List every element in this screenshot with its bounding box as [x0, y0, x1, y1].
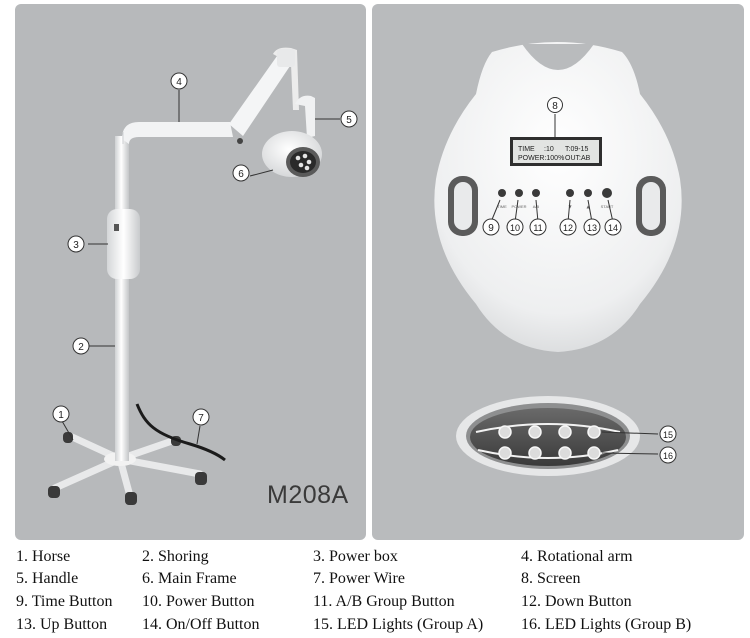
handle	[295, 95, 315, 138]
model-label: M208A	[267, 481, 349, 509]
callout-16: 16	[659, 446, 677, 464]
svg-text:▼: ▼	[568, 204, 572, 209]
legend-row: 5. Handle 6. Main Frame 7. Power Wire 8.…	[0, 570, 750, 592]
svg-text:14: 14	[608, 223, 618, 233]
svg-text:1: 1	[58, 410, 64, 421]
led-light-panel	[456, 396, 640, 476]
legend-item: 5. Handle	[16, 570, 79, 587]
on-off-button[interactable]: START	[601, 188, 614, 209]
callout-7: 7	[192, 408, 210, 426]
legend-item: 15. LED Lights (Group A)	[313, 616, 484, 633]
legend-item: 13. Up Button	[16, 616, 108, 633]
shoring-pole	[115, 136, 129, 461]
svg-text:10: 10	[510, 223, 520, 233]
legend-item: 3. Power box	[313, 548, 398, 565]
led-lights-group-b	[498, 446, 601, 460]
legend-item: 10. Power Button	[142, 593, 255, 610]
legend-item: 11. A/B Group Button	[313, 593, 455, 610]
callout-12: 12	[559, 218, 577, 236]
power-button[interactable]: POWER	[511, 189, 527, 209]
lcd-screen: TIME :10 T:09-15 POWER:100% OUT:AB	[510, 137, 602, 166]
callout-6: 6	[232, 164, 250, 182]
svg-text:15: 15	[663, 430, 673, 440]
callout-1: 1	[52, 405, 70, 423]
legend-item: 8. Screen	[521, 570, 581, 587]
svg-text:13: 13	[587, 223, 597, 233]
svg-text:7: 7	[198, 413, 204, 424]
control-head-illustration: TIME :10 T:09-15 POWER:100% OUT:AB TIME …	[434, 42, 682, 476]
screen-time-value: :10	[544, 146, 554, 153]
main-frame	[262, 131, 322, 177]
screen-power: POWER:100%	[518, 155, 564, 162]
callout-14: 14	[604, 218, 622, 236]
svg-text:▲: ▲	[586, 204, 590, 209]
svg-text:2: 2	[78, 342, 84, 353]
legend-row: 1. Horse 2. Shoring 3. Power box 4. Rota…	[0, 548, 750, 570]
control-head-shell	[434, 42, 682, 352]
legend-row: 9. Time Button 10. Power Button 11. A/B …	[0, 593, 750, 615]
callout-15: 15	[659, 425, 677, 443]
svg-text:9: 9	[488, 223, 494, 234]
svg-text:TIME: TIME	[497, 204, 507, 209]
svg-text:START: START	[601, 204, 614, 209]
screen-t-value: T:09-15	[565, 146, 588, 153]
rotational-arm	[229, 47, 299, 144]
callout-9: 9	[482, 218, 500, 236]
svg-text:6: 6	[238, 169, 244, 180]
legend-item: 1. Horse	[16, 548, 71, 565]
control-panel-detail: TIME :10 T:09-15 POWER:100% OUT:AB TIME …	[372, 4, 744, 540]
svg-text:3: 3	[73, 240, 79, 251]
lamp-stand-illustration: 4 5 6 3 2 1 7	[48, 47, 358, 505]
legend-item: 6. Main Frame	[142, 570, 237, 587]
callout-10: 10	[506, 218, 524, 236]
svg-text:12: 12	[563, 223, 573, 233]
legend-item: 9. Time Button	[16, 593, 113, 610]
legend-item: 12. Down Button	[521, 593, 632, 610]
legend-row: 13. Up Button 14. On/Off Button 15. LED …	[0, 616, 750, 638]
svg-text:8: 8	[552, 101, 558, 112]
legend-item: 2. Shoring	[142, 548, 209, 565]
callout-2: 2	[72, 337, 90, 355]
down-button[interactable]: ▼	[566, 189, 574, 209]
screen-out: OUT:AB	[565, 155, 591, 162]
up-button[interactable]: ▲	[584, 189, 592, 209]
legend-item: 16. LED Lights (Group B)	[521, 616, 692, 633]
svg-text:16: 16	[663, 451, 673, 461]
svg-text:5: 5	[346, 115, 352, 126]
power-box	[107, 209, 140, 279]
parts-legend: 1. Horse 2. Shoring 3. Power box 4. Rota…	[0, 546, 750, 638]
svg-text:4: 4	[176, 77, 182, 88]
callout-13: 13	[583, 218, 601, 236]
legend-item: 7. Power Wire	[313, 570, 405, 587]
power-wire	[135, 403, 226, 462]
svg-text:11: 11	[533, 223, 542, 233]
led-lights-group-a	[498, 425, 601, 439]
time-button[interactable]: TIME	[497, 189, 507, 209]
legend-item: 4. Rotational arm	[521, 548, 633, 565]
screen-time-label: TIME	[518, 146, 535, 153]
callout-3: 3	[67, 235, 85, 253]
callout-4: 4	[170, 72, 188, 90]
callout-8: 8	[547, 97, 563, 113]
lamp-overview-panel: 4 5 6 3 2 1 7 M208A	[15, 4, 366, 540]
callout-5: 5	[340, 110, 358, 128]
callout-11: 11	[529, 218, 547, 236]
svg-text:POWER: POWER	[511, 204, 526, 209]
legend-item: 14. On/Off Button	[142, 616, 260, 633]
